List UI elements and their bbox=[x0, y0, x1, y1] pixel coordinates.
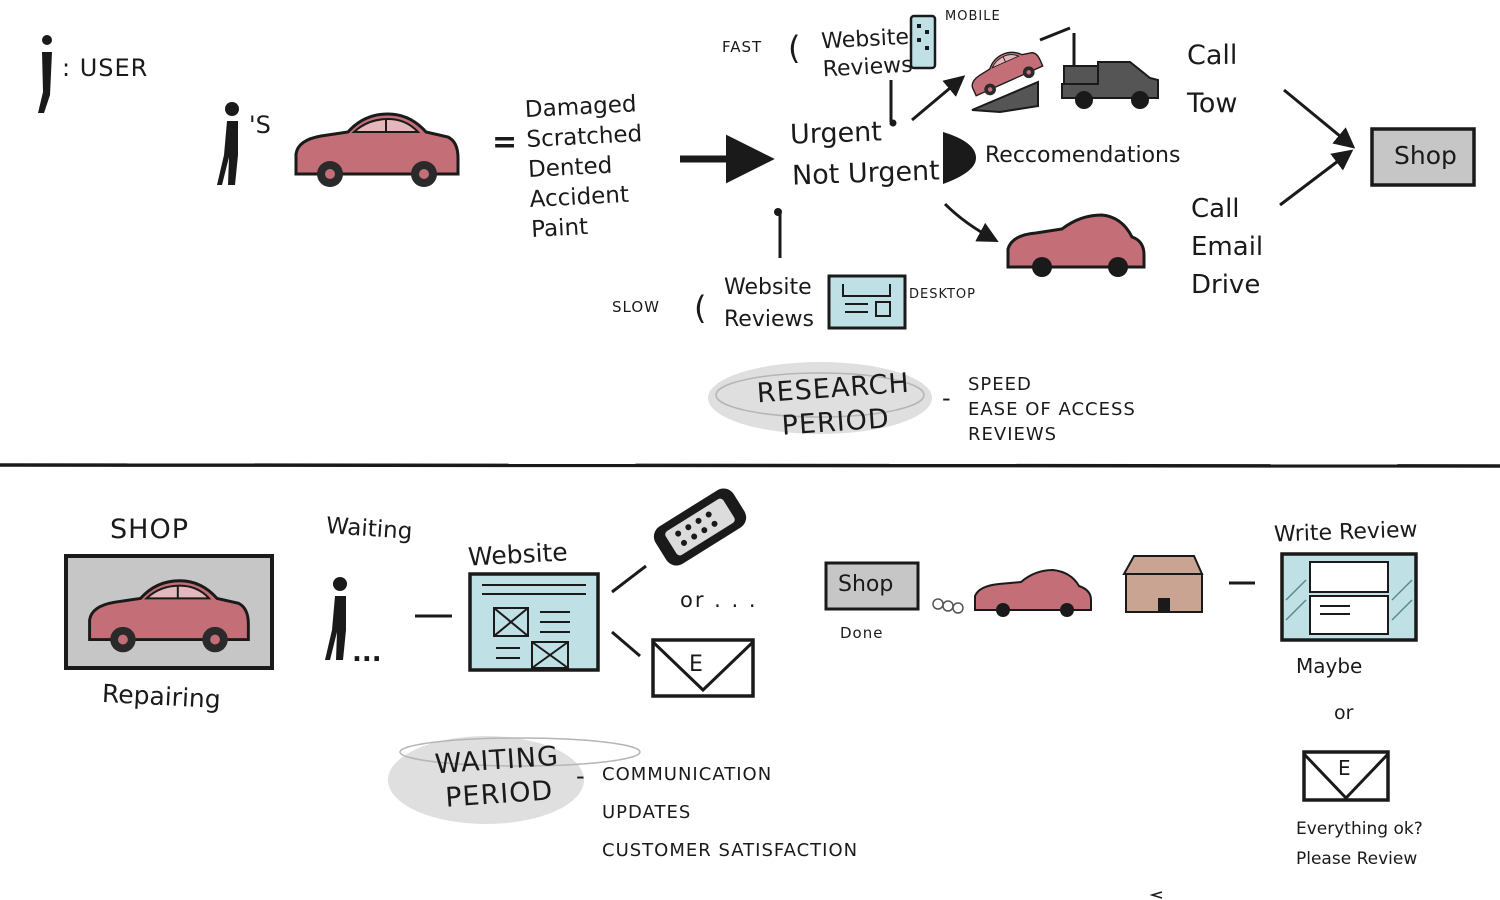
or-dots-label: or . . . bbox=[680, 588, 758, 612]
research-priorities-list: SPEED EASE OF ACCESS REVIEWS bbox=[968, 372, 1136, 447]
call-email-drive-line: Call bbox=[1191, 194, 1240, 224]
drive-car-icon bbox=[1006, 213, 1146, 277]
shop-repairing-frame bbox=[64, 554, 274, 670]
tow-truck-icon bbox=[964, 26, 1159, 114]
shop-done-box-label: Shop bbox=[838, 572, 894, 597]
call-tow-text: Call Tow bbox=[1187, 32, 1238, 128]
possessive-mark: 'S bbox=[249, 111, 271, 139]
call-tow-line: Tow bbox=[1187, 88, 1238, 119]
maybe-label: Maybe bbox=[1296, 654, 1363, 678]
legend-user-icon bbox=[38, 35, 52, 113]
research-priority: SPEED bbox=[968, 374, 1032, 395]
done-label: Done bbox=[840, 624, 884, 642]
review-email-letter: E bbox=[1338, 756, 1351, 780]
research-priority: EASE OF ACCESS bbox=[968, 399, 1136, 420]
waiting-priority: CUSTOMER SATISFACTION bbox=[602, 840, 859, 861]
desktop-reviews-line: Reviews bbox=[724, 307, 814, 332]
mobile-label: MOBILE bbox=[945, 9, 1001, 24]
waiting-period-title: WAITING PERIOD bbox=[434, 740, 563, 817]
bracket-fast: ( bbox=[788, 29, 801, 67]
call-email-drive-line: Email bbox=[1191, 232, 1264, 262]
shop-box-top bbox=[1370, 127, 1476, 187]
review-prompt-line: Please Review bbox=[1296, 849, 1418, 869]
bracket-slow: ( bbox=[694, 289, 707, 327]
waiting-label: Waiting bbox=[325, 513, 414, 545]
urgent-label: Urgent bbox=[789, 116, 883, 151]
damage-type-item: Scratched bbox=[525, 121, 643, 154]
slow-label: SLOW bbox=[612, 298, 660, 316]
shop-title: SHOP bbox=[110, 514, 189, 545]
damage-type-list: Damaged Scratched Dented Accident Paint bbox=[524, 89, 647, 245]
shop-done-box bbox=[824, 561, 920, 611]
call-tow-line: Call bbox=[1187, 40, 1238, 71]
recommendations-label: Reccomendations bbox=[985, 143, 1181, 168]
desktop-screen-icon bbox=[827, 274, 907, 330]
email-envelope-icon bbox=[651, 638, 755, 698]
mobile-reviews-text: Website Reviews bbox=[821, 24, 914, 85]
section-divider bbox=[0, 463, 1500, 468]
waiting-priority: COMMUNICATION bbox=[602, 764, 773, 785]
email-letter: E bbox=[689, 652, 703, 677]
waiting-person-icon bbox=[325, 577, 347, 660]
smartphone-icon bbox=[653, 488, 747, 566]
review-prompt-line: Everything ok? bbox=[1296, 819, 1423, 839]
waiting-dash: - bbox=[576, 762, 585, 790]
recommendation-mark bbox=[943, 132, 976, 184]
damage-type-item: Paint bbox=[530, 213, 589, 243]
call-email-drive-text: Call Email Drive bbox=[1191, 190, 1263, 304]
legend-user-label: : USER bbox=[62, 54, 149, 82]
desktop-reviews-line: Website bbox=[724, 275, 812, 300]
home-garage-icon bbox=[1122, 555, 1204, 613]
fast-label: FAST bbox=[722, 38, 763, 56]
call-email-drive-line: Drive bbox=[1191, 270, 1261, 300]
waiting-priority: UPDATES bbox=[602, 802, 692, 823]
desktop-label: DESKTOP bbox=[909, 287, 977, 302]
desktop-reviews-text: Website Reviews bbox=[724, 272, 814, 336]
research-dash: - bbox=[942, 384, 951, 412]
motion-lines-icon bbox=[932, 598, 964, 614]
write-review-label: Write Review bbox=[1273, 517, 1418, 548]
mobile-reviews-line: Reviews bbox=[822, 52, 914, 83]
review-prompt-text: Everything ok? Please Review bbox=[1296, 814, 1423, 874]
website-screen-icon bbox=[468, 572, 600, 672]
waiting-ellipsis: ... bbox=[352, 638, 382, 668]
review-email-icon bbox=[1302, 750, 1390, 802]
repairing-label: Repairing bbox=[101, 678, 222, 715]
research-period-title: RESEARCH PERIOD bbox=[756, 367, 913, 446]
not-urgent-label: Not Urgent bbox=[791, 155, 941, 192]
mobile-phone-icon bbox=[909, 14, 937, 70]
website-label: Website bbox=[467, 537, 569, 572]
equals-sign: = bbox=[492, 125, 518, 160]
review-screen-icon bbox=[1280, 552, 1418, 642]
research-priority: REVIEWS bbox=[968, 424, 1058, 445]
or-label: or bbox=[1334, 702, 1354, 724]
damage-type-item: Accident bbox=[528, 181, 630, 213]
departing-car-icon bbox=[974, 568, 1092, 617]
user-car-icon bbox=[294, 112, 460, 189]
shop-box-label: Shop bbox=[1394, 141, 1457, 170]
user-figure bbox=[217, 102, 239, 185]
waiting-priorities-list: COMMUNICATION UPDATES CUSTOMER SATISFACT… bbox=[602, 756, 858, 870]
